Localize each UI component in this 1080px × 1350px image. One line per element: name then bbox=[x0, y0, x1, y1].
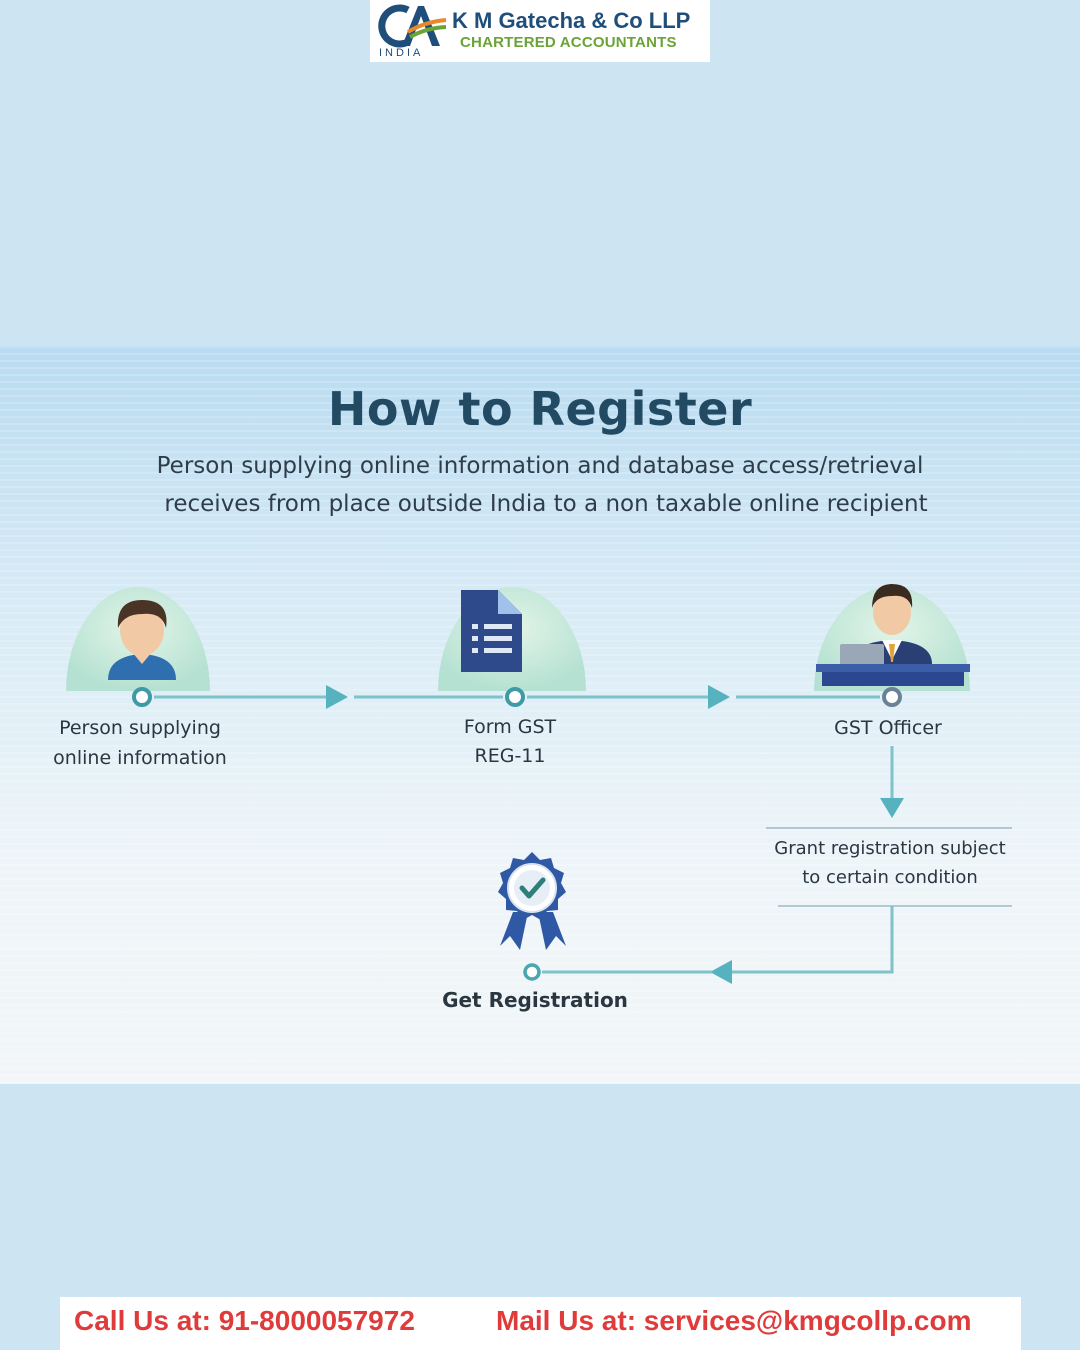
call-us-phone[interactable]: Call Us at: 91-8000057972 bbox=[74, 1305, 415, 1336]
contact-footer: Call Us at: 91-8000057972 Mail Us at: se… bbox=[60, 1297, 1021, 1350]
node-dots bbox=[132, 687, 902, 981]
form-node bbox=[438, 587, 586, 691]
certificate-badge-icon bbox=[498, 852, 566, 950]
node-label-form: Form GST REG-11 bbox=[410, 713, 610, 771]
diagram-title: How to Register bbox=[327, 382, 753, 436]
arrow-down-icon bbox=[880, 798, 904, 818]
arrow-right-icon bbox=[708, 685, 730, 709]
node-dot bbox=[505, 687, 525, 707]
node-dot bbox=[132, 687, 152, 707]
node-dot bbox=[523, 963, 541, 981]
document-icon bbox=[461, 590, 522, 672]
node-label-line: Form GST bbox=[463, 716, 557, 738]
node-label-line: to certain condition bbox=[802, 867, 978, 888]
arrow-right-icon bbox=[326, 685, 348, 709]
node-label-line: REG-11 bbox=[474, 745, 546, 767]
node-label-person: Person supplying online information bbox=[20, 713, 260, 773]
connector-grant-registration bbox=[732, 906, 894, 974]
arrow-left-icon bbox=[710, 960, 732, 984]
mail-us-email[interactable]: Mail Us at: services@kmgcollp.com bbox=[496, 1305, 972, 1336]
node-label-line: online information bbox=[53, 747, 227, 769]
officer-node bbox=[814, 584, 970, 691]
person-node bbox=[66, 587, 210, 691]
node-label-line: Person supplying bbox=[59, 717, 221, 739]
node-label-registration: Get Registration bbox=[442, 988, 628, 1012]
node-label-officer: GST Officer bbox=[834, 717, 942, 739]
officer-at-desk-icon bbox=[816, 584, 970, 686]
registration-diagram: How to Register Person supplying online … bbox=[0, 346, 1080, 1084]
firm-tagline: CHARTERED ACCOUNTANTS bbox=[460, 34, 677, 51]
person-icon bbox=[108, 600, 176, 680]
diagram-graphics bbox=[66, 584, 1012, 984]
brand-logo: INDIA K M Gatecha & Co LLP CHARTERED ACC… bbox=[370, 0, 710, 62]
diagram-subtitle-line2: receives from place outside India to a n… bbox=[164, 491, 928, 517]
node-label-line: Grant registration subject bbox=[774, 838, 1006, 859]
ca-country-text: INDIA bbox=[379, 47, 424, 59]
firm-name: K M Gatecha & Co LLP bbox=[452, 8, 691, 33]
diagram-subtitle-line1: Person supplying online information and … bbox=[156, 453, 924, 479]
ca-logo-icon bbox=[378, 4, 447, 48]
node-label-grant: Grant registration subject to certain co… bbox=[760, 834, 1020, 892]
node-dot bbox=[882, 687, 902, 707]
flow-connectors bbox=[154, 685, 1012, 984]
